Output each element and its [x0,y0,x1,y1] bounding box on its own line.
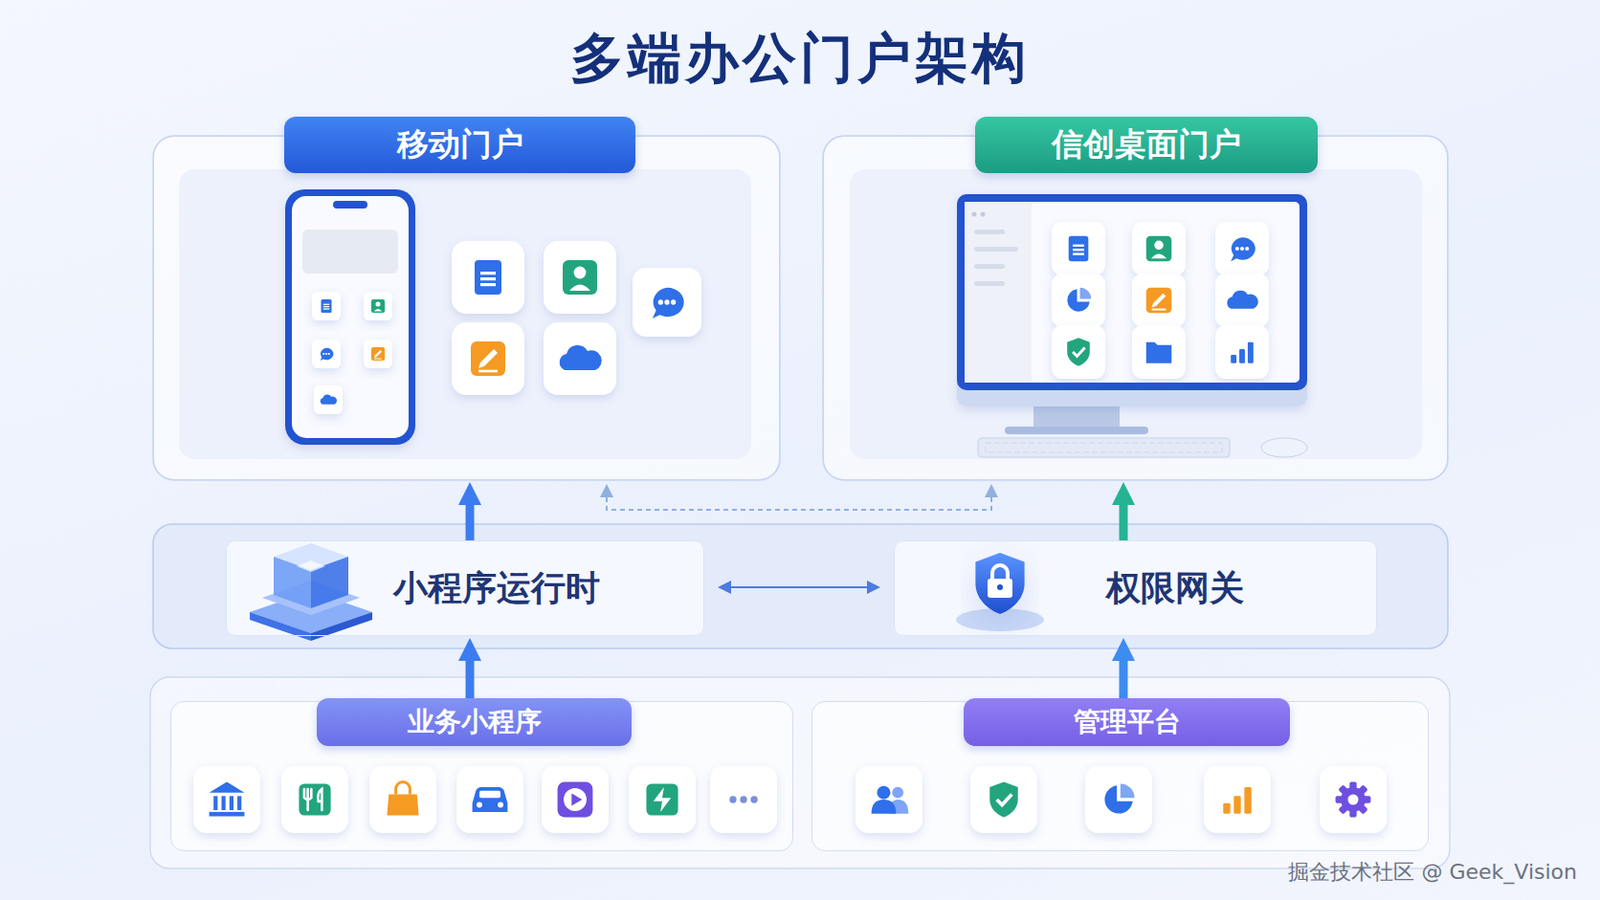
panel-fill [225,540,705,637]
panel-fill [178,169,752,460]
panel-heading-tab: 信创桌面门户 [975,116,1318,174]
food-icon [281,766,349,834]
chat-icon [632,267,702,337]
panel-fill [893,540,1378,637]
flow-arrow [466,661,475,699]
chat-icon [311,339,341,369]
flow-arrow [1119,661,1129,699]
panel-heading: 信创桌面门户 [1051,123,1242,167]
service-box: 小程序运行时 [225,540,705,637]
panel-fill [849,169,1423,460]
doc-icon [451,241,525,314]
person-icon [363,291,393,321]
bank-icon [193,766,261,834]
gateway-shield-icon [955,553,1045,632]
diagram-title: 多端办公门户架构 [0,22,1600,96]
portal-panel: 移动门户 [153,135,780,481]
bolt-icon [628,766,696,834]
portal-panel: 信创桌面门户 [822,135,1448,481]
pie-icon [1051,273,1106,328]
users-icon [855,766,923,834]
panel-heading: 移动门户 [397,123,524,167]
monitor-illustration [956,194,1308,458]
cloud-icon [1215,273,1269,328]
cloud-icon [543,322,617,396]
car-icon [456,766,524,834]
dots-icon [710,766,778,834]
shield-icon [1051,325,1106,379]
panel-heading: 业务小程序 [407,704,542,741]
bars-icon [1215,325,1269,379]
service-box: 权限网关 [893,540,1378,637]
portal-panel: 管理平台 [811,701,1429,852]
panel-fill [153,135,780,481]
service-label: 小程序运行时 [393,565,600,613]
bag-icon [369,766,437,834]
cloud-icon [313,385,343,415]
runtime-cube-icon [249,543,373,642]
panel-fill [150,677,1450,869]
shield-icon [970,766,1038,834]
panel-fill [170,701,794,852]
service-label: 权限网关 [1106,565,1245,613]
person-icon [543,241,617,314]
gear-icon [1319,766,1387,834]
chat-icon [1215,222,1269,276]
panel-heading-tab: 管理平台 [963,698,1290,747]
pie-icon [1085,766,1153,834]
panel-heading-tab: 移动门户 [284,116,636,174]
bars-icon [1203,766,1271,834]
person-icon [1132,222,1186,276]
flow-arrow [466,505,475,541]
phone-illustration [285,189,416,445]
doc-icon [311,291,341,321]
portal-panel: 业务小程序 [170,701,794,852]
doc-icon [1051,222,1106,276]
flow-arrow [731,586,867,589]
panel-heading: 管理平台 [1073,704,1181,741]
edit-icon [363,339,393,369]
edit-icon [1132,273,1186,328]
panel-heading-tab: 业务小程序 [316,698,632,747]
folder-icon [1132,325,1186,379]
dashed-link [606,497,992,511]
edit-icon [451,322,525,396]
panel-fill [822,135,1448,481]
panel-fill [811,701,1429,852]
watermark: 掘金技术社区 @ Geek_Vision [1288,858,1578,888]
flow-arrow [1119,505,1129,541]
panel-fill [153,524,1448,649]
play-icon [541,766,609,834]
